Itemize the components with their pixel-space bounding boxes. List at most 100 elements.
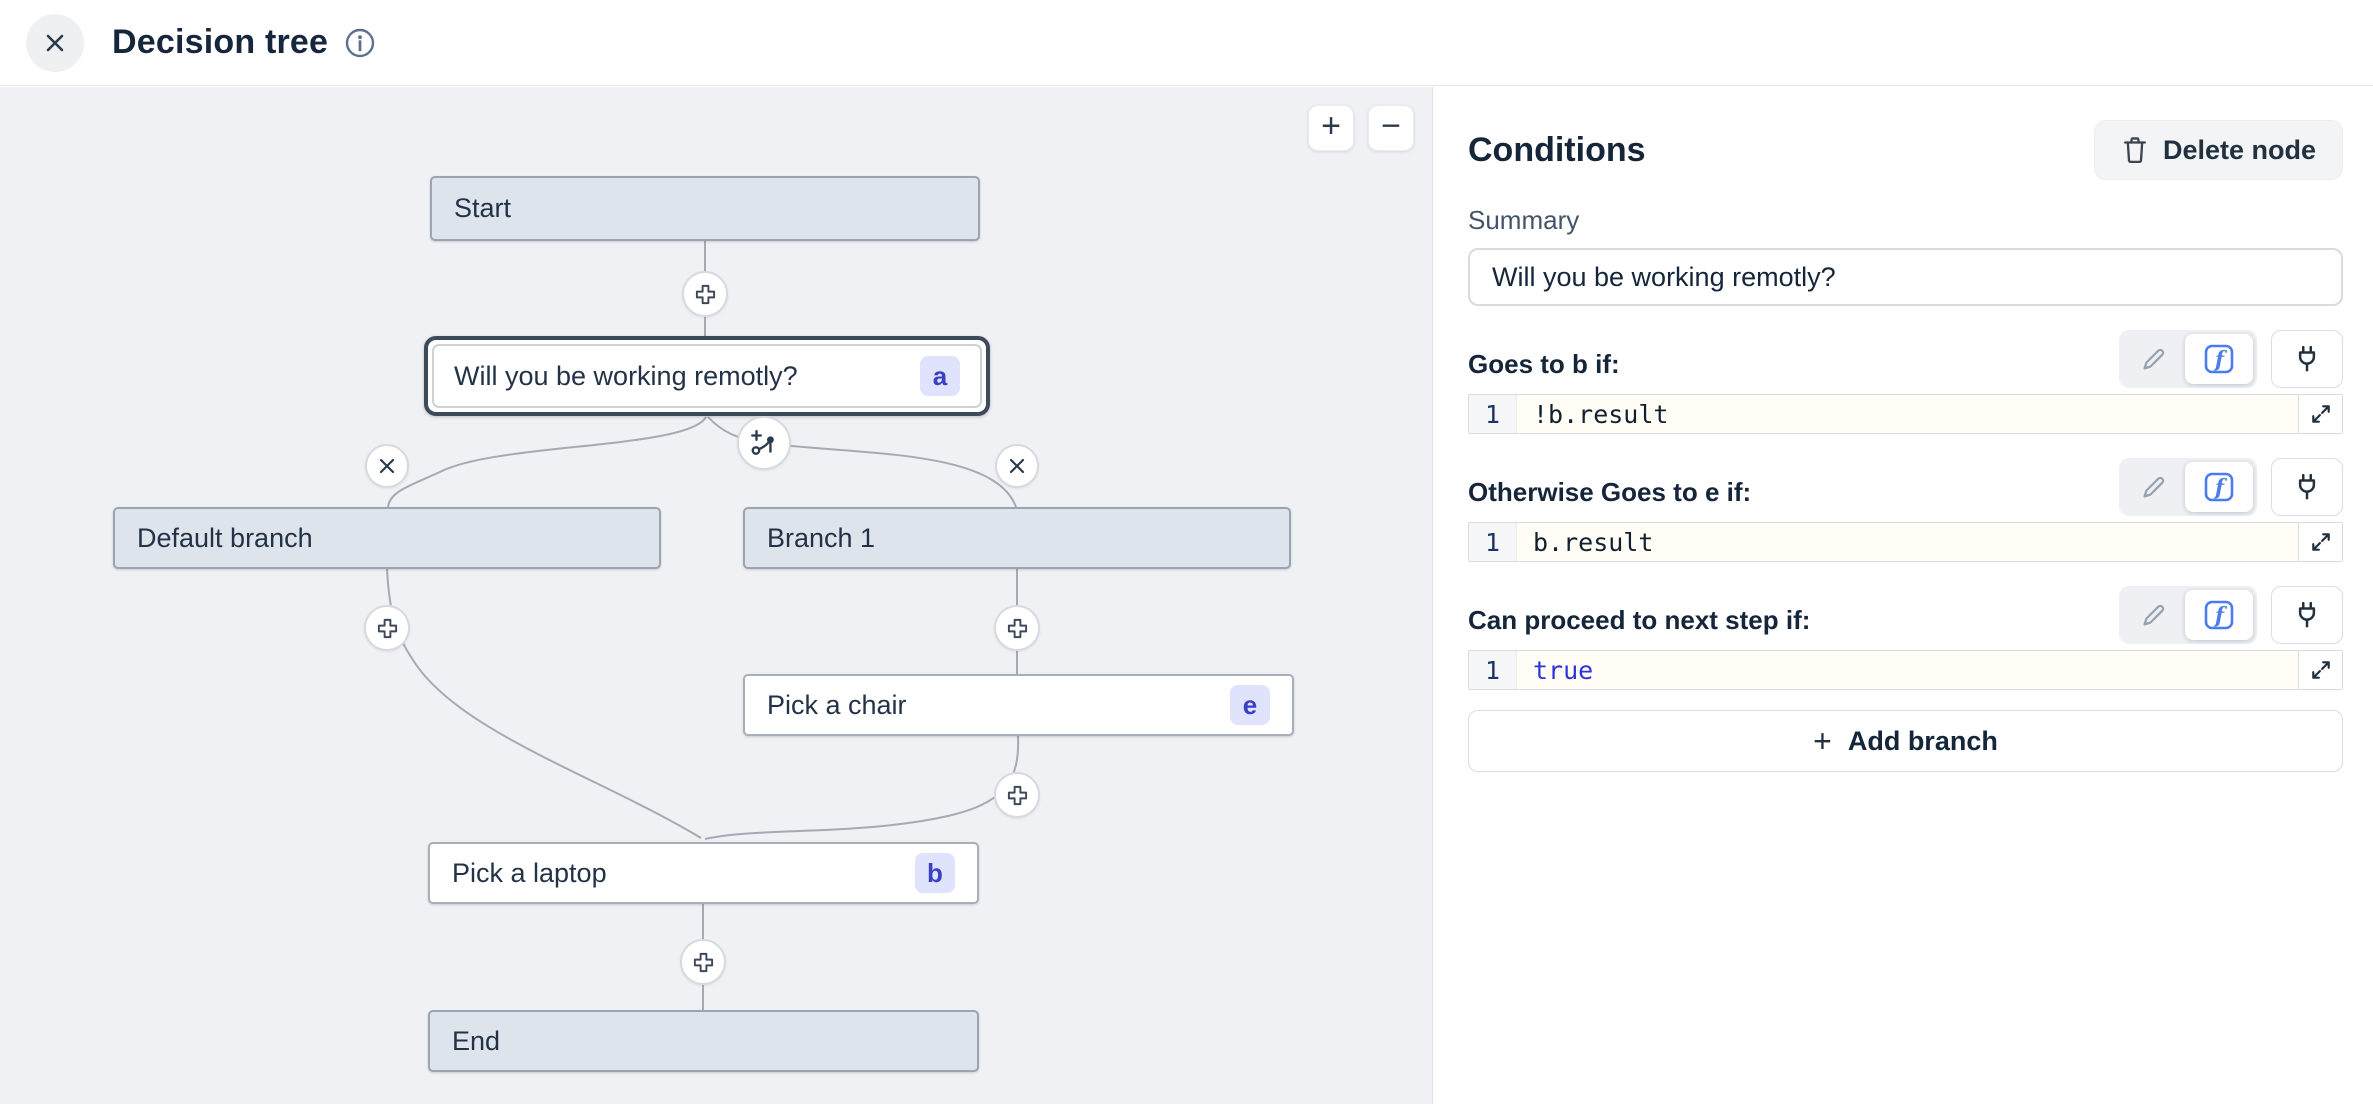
mode-toggle: f (2119, 458, 2257, 516)
text-mode-button[interactable] (2123, 462, 2185, 512)
expand-icon (2311, 661, 2330, 679)
svg-text:f: f (2213, 475, 2228, 500)
add-node-button[interactable] (994, 605, 1040, 651)
section-head: Goes to b if: f (1468, 330, 2343, 388)
svg-text:f: f (2213, 603, 2228, 628)
add-node-button[interactable] (682, 271, 728, 317)
expand-editor-button[interactable] (2298, 651, 2342, 689)
plug-icon (2298, 601, 2316, 628)
delete-branch-button[interactable] (365, 444, 409, 488)
plug-icon (2298, 473, 2316, 500)
close-button[interactable] (26, 13, 84, 72)
plus-icon (377, 618, 397, 638)
function-mode-button[interactable]: f (2185, 590, 2253, 640)
canvas-zoom-controls: + − (1308, 105, 1414, 151)
section-label: Can proceed to next step if: (1468, 605, 1811, 635)
pencil-icon (2143, 348, 2165, 370)
section-head: Otherwise Goes to e if: f (1468, 458, 2343, 516)
add-node-button[interactable] (680, 939, 726, 985)
svg-text:f: f (2213, 347, 2228, 372)
branch-plus-icon (751, 430, 774, 455)
pencil-icon (2143, 604, 2165, 626)
expand-icon (2311, 533, 2330, 551)
panel-header: Conditions Delete node (1468, 119, 2343, 181)
node-pick-chair[interactable]: Pick a chair e (743, 674, 1294, 736)
plus-icon (1007, 618, 1027, 638)
condition-code-editor[interactable]: 1 !b.result (1468, 394, 2343, 434)
function-mode-button[interactable]: f (2185, 334, 2253, 384)
fx-icon: f (2204, 344, 2234, 374)
delete-node-label: Delete node (2162, 134, 2316, 165)
condition-code-editor[interactable]: 1 true (1468, 650, 2343, 690)
plus-icon (693, 952, 713, 972)
pencil-icon (2143, 476, 2165, 498)
info-icon (345, 28, 375, 57)
connect-source-button[interactable] (2271, 458, 2343, 516)
node-label: Pick a chair (767, 689, 907, 720)
add-branch-node-button[interactable] (737, 416, 791, 470)
page-title: Decision tree (112, 23, 329, 61)
zoom-in-button[interactable]: + (1308, 105, 1354, 151)
delete-node-button[interactable]: Delete node (2093, 120, 2343, 180)
node-default-branch[interactable]: Default branch (113, 507, 661, 569)
function-mode-button[interactable]: f (2185, 462, 2253, 512)
edge-question-branch1 (761, 442, 1017, 508)
x-icon (379, 458, 395, 474)
section-label: Goes to b if: (1468, 349, 1620, 379)
section-label: Otherwise Goes to e if: (1468, 477, 1752, 507)
node-question-body: Will you be working remotly? a (432, 344, 982, 408)
app-header: Decision tree (0, 0, 2373, 86)
node-label: Will you be working remotly? (454, 360, 798, 391)
trash-icon (2123, 137, 2146, 164)
add-node-button[interactable] (994, 772, 1040, 818)
editor-mode-controls: f (2119, 586, 2343, 644)
expand-editor-button[interactable] (2298, 523, 2342, 561)
node-branch-1[interactable]: Branch 1 (743, 507, 1291, 569)
x-icon (46, 34, 64, 51)
node-badge: e (1230, 685, 1270, 725)
line-number: 1 (1469, 395, 1517, 433)
conditions-panel: Conditions Delete node Summary Goes to b… (1434, 87, 2373, 1104)
node-badge: b (915, 853, 955, 893)
node-label: Pick a laptop (452, 857, 607, 888)
mode-toggle: f (2119, 330, 2257, 388)
text-mode-button[interactable] (2123, 334, 2185, 384)
fx-icon: f (2204, 600, 2234, 630)
code-value[interactable]: true (1533, 655, 1594, 685)
node-start[interactable]: Start (430, 176, 980, 241)
condition-code-editor[interactable]: 1 b.result (1468, 522, 2343, 562)
connect-source-button[interactable] (2271, 586, 2343, 644)
x-icon (1009, 458, 1025, 474)
node-label: Start (454, 193, 512, 223)
node-question-selected[interactable]: Will you be working remotly? a (424, 336, 990, 416)
node-pick-laptop[interactable]: Pick a laptop b (428, 842, 979, 904)
editor-mode-controls: f (2119, 458, 2343, 516)
edge-default-laptop (386, 568, 702, 839)
add-branch-button[interactable]: + Add branch (1468, 710, 2343, 772)
condition-section-goes-to-e: Otherwise Goes to e if: f (1468, 458, 2343, 562)
panel-title: Conditions (1468, 130, 1646, 169)
summary-input[interactable] (1468, 248, 2343, 306)
node-label: End (452, 1025, 501, 1056)
node-end[interactable]: End (428, 1010, 979, 1072)
plus-icon: + (1813, 722, 1832, 759)
plus-icon (695, 284, 715, 304)
decision-tree-canvas[interactable]: Start Will you be working remotly? a Def… (0, 87, 1433, 1104)
add-branch-label: Add branch (1847, 725, 1998, 756)
edge-question-default (387, 416, 707, 508)
code-value[interactable]: !b.result (1533, 399, 1669, 429)
info-button[interactable] (344, 27, 376, 59)
expand-editor-button[interactable] (2298, 395, 2342, 433)
editor-mode-controls: f (2119, 330, 2343, 388)
fx-icon: f (2204, 472, 2234, 502)
connect-source-button[interactable] (2271, 330, 2343, 388)
text-mode-button[interactable] (2123, 590, 2185, 640)
code-value[interactable]: b.result (1533, 527, 1654, 557)
section-head: Can proceed to next step if: f (1468, 586, 2343, 644)
add-node-button[interactable] (364, 605, 410, 651)
expand-icon (2311, 405, 2330, 423)
delete-branch-button[interactable] (995, 444, 1039, 488)
condition-section-proceed: Can proceed to next step if: f (1468, 586, 2343, 690)
plug-icon (2298, 345, 2316, 372)
zoom-out-button[interactable]: − (1368, 105, 1414, 151)
